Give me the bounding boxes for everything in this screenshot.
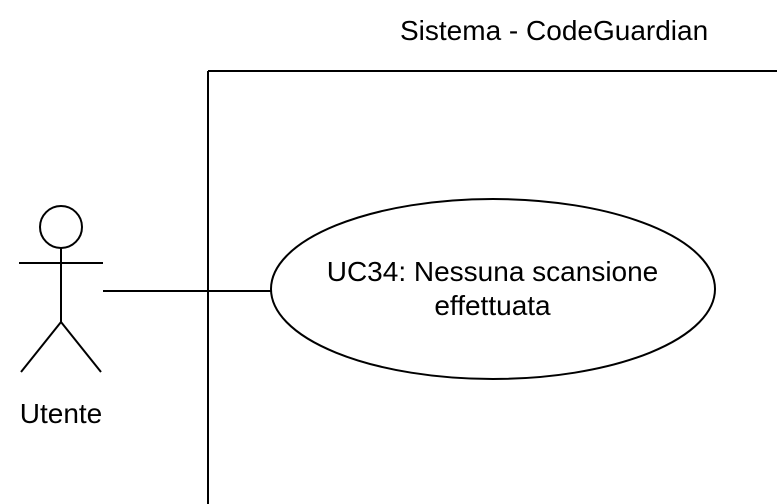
system-boundary [207,70,777,504]
actor-figure [19,205,103,373]
use-case-label: UC34: Nessuna scansione effettuata [270,255,715,323]
actor-label: Utente [19,398,103,429]
use-case-label-line-2: effettuata [434,290,551,321]
system-boundary-title: Sistema - CodeGuardian [400,15,709,46]
actor-right-leg [60,321,102,373]
use-case-label-line-1: UC34: Nessuna scansione [326,256,659,287]
actor-head [39,205,83,249]
use-case-ellipse [270,198,716,380]
actor-left-leg [20,321,62,373]
